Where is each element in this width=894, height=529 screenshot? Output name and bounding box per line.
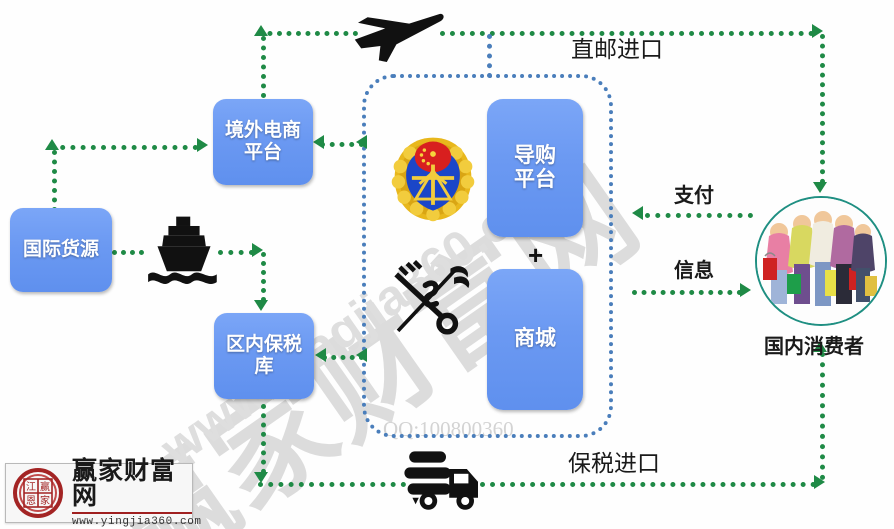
flow-line-information <box>632 290 742 295</box>
node-international-source-label: 国际货源 <box>22 239 99 261</box>
node-international-source[interactable]: 国际货源 <box>10 208 112 292</box>
flow-arrow-up-to-top <box>254 25 268 36</box>
flow-arrow-up-to-consumer <box>813 341 827 352</box>
label-domestic-consumer: 国内消费者 <box>764 336 864 358</box>
flow-line-platform-to-top <box>261 36 266 98</box>
label-direct-mail-import: 直邮进口 <box>571 36 663 62</box>
flow-line-top-left <box>258 31 358 36</box>
node-guide-platform[interactable]: 导购平台 <box>487 99 583 237</box>
flow-line-source-to-platform <box>50 145 198 150</box>
node-bonded-warehouse[interactable]: 区内保税库 <box>214 313 314 399</box>
node-overseas-platform[interactable]: 境外电商平台 <box>213 99 313 185</box>
flow-arrow-into-platform <box>197 138 208 152</box>
flow-line-payment <box>645 213 753 218</box>
consumer-avatar[interactable] <box>755 196 887 326</box>
flow-line-right-up <box>820 352 825 480</box>
flow-arrow-region-to-warehouse <box>315 348 326 362</box>
flow-arrow-ship-right <box>252 243 263 257</box>
seal-icon: 江 赢 恩 家 <box>13 468 63 518</box>
flow-line-bottom-right <box>470 482 816 487</box>
customs-emblem-icon <box>385 130 481 226</box>
brand-url: www.yingjia360.com <box>72 515 202 528</box>
node-bonded-warehouse-label: 区内保税库 <box>226 334 303 377</box>
label-payment: 支付 <box>674 185 714 207</box>
node-guide-platform-label: 导购平台 <box>514 143 556 191</box>
brand-divider <box>72 511 192 514</box>
svg-text:江: 江 <box>26 481 36 493</box>
flow-arrow-into-warehouse <box>254 300 268 311</box>
flow-line-warehouse-down <box>261 404 266 474</box>
svg-text:家: 家 <box>40 494 50 507</box>
flow-line-right-down <box>820 34 825 184</box>
inspection-quarantine-icon <box>383 258 475 340</box>
flow-line-region-to-platform <box>320 142 364 147</box>
flow-arrow-down-bottom <box>254 472 268 483</box>
flow-line-ship-down <box>261 252 266 302</box>
brand-name: 赢家财富网 <box>72 456 177 510</box>
flow-arrow-region-edge-top <box>356 135 367 149</box>
airplane-icon <box>350 12 446 64</box>
flow-line-source-right-b <box>218 250 254 255</box>
flow-arrow-down-to-consumer <box>813 182 827 193</box>
flow-arrow-top-right <box>812 24 823 38</box>
truck-icon <box>398 448 486 514</box>
flow-line-bottom-left <box>258 482 406 487</box>
flow-arrow-region-to-platform <box>313 135 324 149</box>
flow-line-top-right <box>440 31 814 36</box>
svg-text:赢: 赢 <box>40 480 50 493</box>
flow-arrow-source-up <box>45 139 59 150</box>
label-information: 信息 <box>674 260 714 282</box>
shoppers-photo <box>757 198 885 324</box>
flow-line-source-up <box>52 150 57 212</box>
plus-symbol: + <box>528 240 544 270</box>
svg-text:恩: 恩 <box>26 495 36 507</box>
label-bonded-import: 保税进口 <box>568 450 660 476</box>
node-mall[interactable]: 商城 <box>487 269 583 410</box>
region-link-top <box>487 34 492 78</box>
flow-line-region-to-warehouse <box>322 355 364 360</box>
flow-line-source-right-a <box>112 250 144 255</box>
node-mall-label: 商城 <box>514 327 556 351</box>
ship-icon <box>145 215 223 290</box>
flow-arrow-bottom-right <box>814 475 825 489</box>
brand-logo[interactable]: 江 赢 恩 家 赢家财富网 www.yingjia360.com <box>5 458 201 528</box>
node-overseas-platform-label: 境外电商平台 <box>225 120 302 163</box>
flow-arrow-information <box>740 283 751 297</box>
flow-arrow-region-edge-bottom <box>356 348 367 362</box>
flow-arrow-payment <box>632 206 643 220</box>
